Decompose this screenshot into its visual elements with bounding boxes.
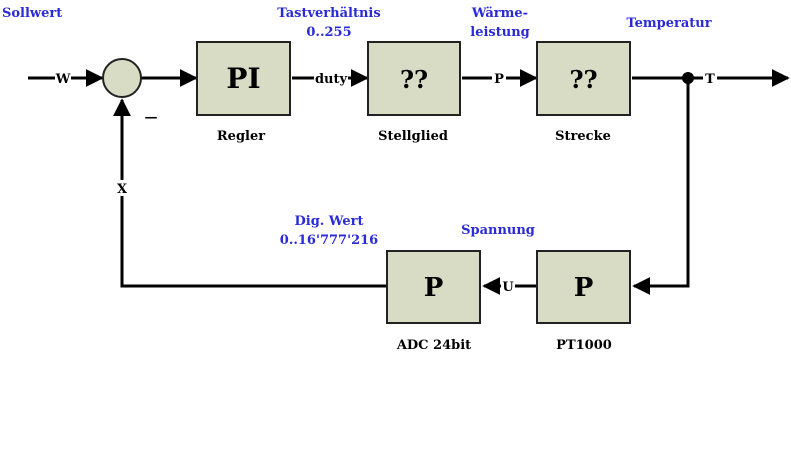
block-stellglied: ??	[367, 41, 461, 116]
signal-t: T	[705, 72, 715, 87]
block-regler-symbol: PI	[226, 62, 260, 95]
signal-u: U	[502, 280, 514, 295]
block-stellglied-symbol: ??	[400, 65, 428, 94]
signal-w: W	[55, 72, 71, 87]
wire-adc-to-sum	[113, 98, 386, 288]
signal-p: P	[494, 72, 504, 87]
annotation-waerme-2: leistung	[470, 25, 529, 40]
signal-x: X	[117, 182, 128, 197]
caption-strecke: Strecke	[555, 129, 611, 144]
block-pt1000: P	[536, 250, 631, 324]
annotation-sollwert: Sollwert	[2, 6, 62, 21]
annotation-tastverhaeltnis-2: 0..255	[306, 25, 351, 40]
signal-duty: duty	[315, 72, 348, 87]
caption-stellglied: Stellglied	[378, 129, 448, 144]
annotation-spannung: Spannung	[461, 223, 535, 238]
block-strecke-symbol: ??	[569, 65, 597, 94]
branch-point	[682, 72, 694, 84]
summing-junction	[102, 58, 142, 98]
block-adc-symbol: P	[424, 273, 444, 303]
annotation-dig-wert-2: 0..16'777'216	[280, 233, 378, 248]
annotation-waerme-1: Wärme-	[471, 6, 528, 21]
annotation-temperatur: Temperatur	[626, 16, 711, 31]
caption-adc: ADC 24bit	[396, 338, 471, 353]
annotation-dig-wert-1: Dig. Wert	[294, 214, 363, 229]
block-pt1000-symbol: P	[574, 273, 594, 303]
block-strecke: ??	[536, 41, 631, 116]
caption-regler: Regler	[217, 129, 265, 144]
caption-pt1000: PT1000	[556, 338, 612, 353]
block-regler: PI	[196, 41, 291, 116]
wire-feedback-to-pt1000	[632, 78, 690, 295]
signal-minus: —	[145, 110, 158, 125]
block-adc: P	[386, 250, 481, 324]
annotation-tastverhaeltnis-1: Tastverhältnis	[277, 6, 380, 21]
